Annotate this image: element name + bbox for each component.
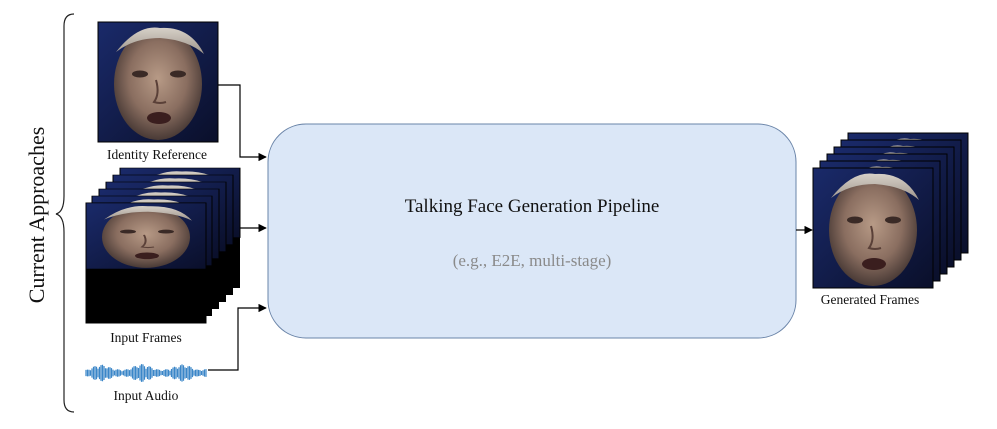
identity-reference-image — [97, 21, 219, 143]
generated-frames-stack — [812, 132, 969, 289]
identity-arrow — [218, 84, 267, 162]
left-brace — [55, 13, 75, 413]
generated-frames-label: Generated Frames — [821, 292, 920, 307]
input-frames-label: Input Frames — [110, 330, 182, 345]
input-audio-waveform — [85, 364, 207, 382]
input-audio-label: Input Audio — [114, 388, 179, 403]
pipeline-subtitle: (e.g., E2E, multi-stage) — [453, 251, 612, 270]
pipeline-box — [267, 123, 797, 339]
side-label: Current Approaches — [24, 127, 49, 304]
input-frames-stack — [85, 167, 241, 324]
audio-arrow — [208, 303, 267, 371]
pipeline-title: Talking Face Generation Pipeline — [405, 196, 660, 217]
identity-reference-label: Identity Reference — [107, 147, 207, 162]
